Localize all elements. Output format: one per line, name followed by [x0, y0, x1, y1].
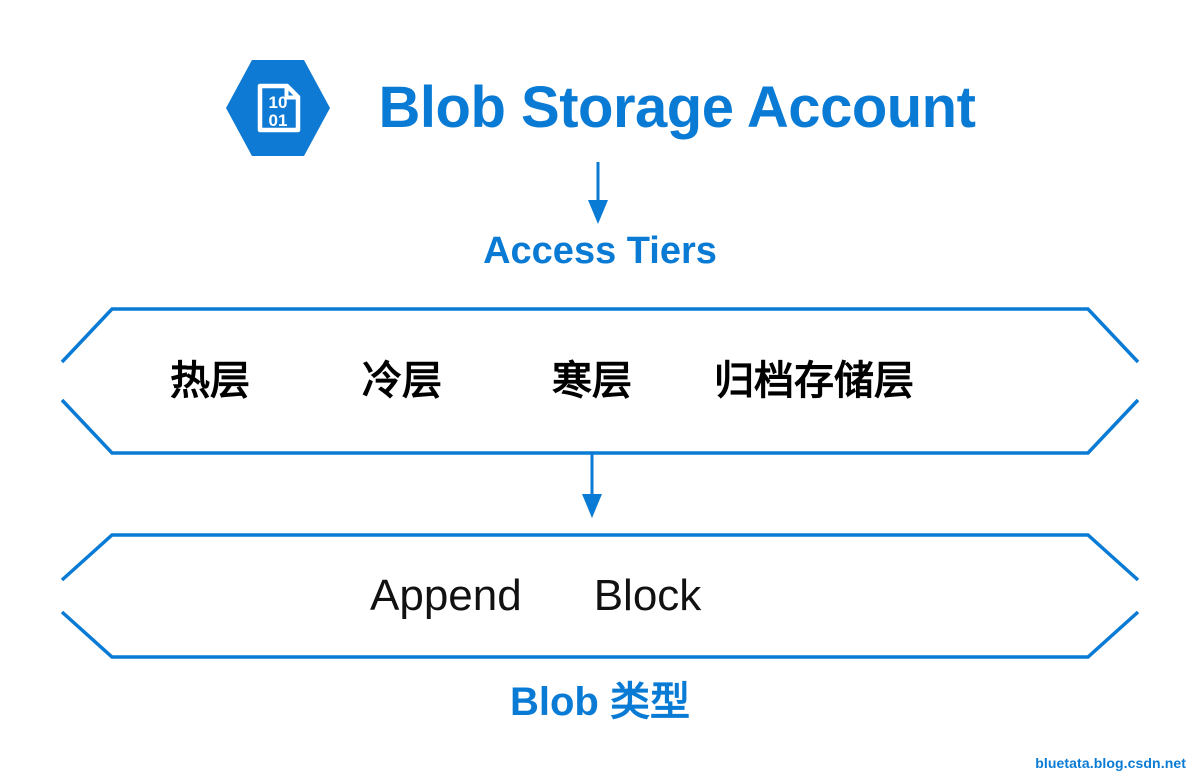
blob-type-label-append: Append	[370, 571, 522, 620]
blob-type-label-block: Block	[593, 571, 702, 620]
blob-type-label-group: Append Block	[60, 532, 1140, 660]
watermark: bluetata.blog.csdn.net	[1035, 755, 1186, 771]
blob-types-caption: Blob 类型	[510, 680, 690, 724]
access-tiers-banner: 热层 冷层 寒层 归档存储层	[60, 305, 1140, 457]
blob-types-banner: Append Block	[60, 532, 1140, 660]
page-title: Blob Storage Account	[378, 75, 976, 140]
arrow-down-to-blob-types	[582, 452, 602, 518]
tier-label-hot: 热层	[170, 359, 250, 403]
blob-types-banner-outline	[60, 533, 1140, 659]
access-tiers-banner-outline	[60, 307, 1140, 455]
tier-label-cold: 寒层	[552, 359, 632, 403]
arrow-down-to-access-tiers	[588, 162, 608, 224]
tier-label-archive: 归档存储层	[714, 359, 914, 403]
icon-binary-line-top: 10	[268, 93, 287, 112]
icon-binary-line-bottom: 01	[268, 111, 287, 130]
blob-storage-hexagon-icon: 10 01	[225, 58, 331, 158]
access-tiers-label: Access Tiers	[483, 230, 717, 272]
diagram-header: 10 01 Blob Storage Account	[0, 58, 1200, 158]
tier-label-cool: 冷层	[362, 359, 442, 403]
access-tier-label-group: 热层 冷层 寒层 归档存储层	[60, 305, 1140, 457]
